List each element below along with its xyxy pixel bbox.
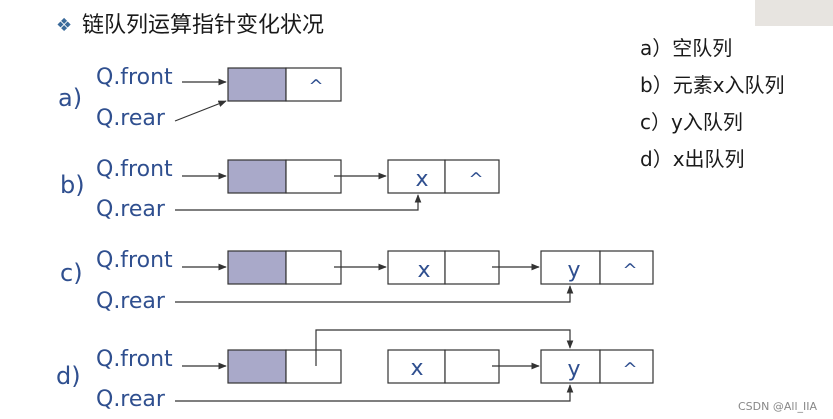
case-c-head-node (227, 250, 287, 285)
case-b-rear-label: Q.rear (96, 197, 166, 222)
case-b-x-value: x (415, 167, 428, 192)
case-b-x-node (387, 159, 446, 194)
case-b-label: b) (60, 171, 85, 199)
case-d-x-node (387, 349, 446, 384)
case-c: c) Q.front Q.rear x y ^ (60, 248, 654, 314)
case-d-rear-arrow (175, 384, 574, 402)
case-b-front-label: Q.front (96, 157, 173, 182)
case-d-head-next-cell (285, 349, 342, 384)
case-d-y-value: y (567, 357, 580, 382)
case-d-x-value: x (410, 356, 423, 381)
case-a-head-node (227, 67, 287, 102)
case-d-front-label: Q.front (96, 347, 173, 372)
case-c-front-label: Q.front (96, 248, 173, 273)
case-d-rear-label: Q.rear (96, 387, 166, 412)
case-b-head-node (227, 159, 287, 194)
legend-item-c: c）y入队列 (640, 110, 743, 134)
case-a: a) Q.front Q.rear ^ (58, 65, 342, 131)
case-d: d) Q.front Q.rear x y ^ (56, 329, 654, 412)
case-b-rear-arrow (175, 194, 422, 211)
case-a-null-pointer: ^ (308, 76, 323, 97)
case-d-label: d) (56, 362, 81, 390)
case-b-x-next-cell (444, 159, 500, 194)
case-c-x-value: x (417, 258, 430, 283)
case-c-rear-label: Q.rear (96, 289, 166, 314)
case-d-head-node (227, 349, 287, 384)
case-d-x-next-cell (444, 349, 500, 384)
case-a-rear-label: Q.rear (96, 106, 166, 131)
case-c-y-next-cell (599, 250, 654, 285)
watermark: CSDN @All_IIA (738, 400, 817, 413)
case-c-y-value: y (567, 258, 580, 283)
case-a-front-label: Q.front (96, 65, 173, 90)
page-title: 链队列运算指针变化状况 (82, 13, 324, 38)
legend-item-a: a）空队列 (640, 36, 732, 60)
case-d-y-next-cell (599, 349, 654, 384)
case-c-label: c) (60, 259, 83, 287)
case-c-rear-arrow (175, 285, 574, 303)
case-d-null-pointer: ^ (622, 359, 637, 380)
case-c-null-pointer: ^ (622, 260, 637, 281)
case-c-head-next-cell (285, 250, 342, 285)
case-b-null-pointer: ^ (468, 169, 483, 190)
case-c-x-next-cell (444, 250, 500, 285)
case-c-y-node (540, 250, 601, 285)
case-b-head-next-cell (285, 159, 342, 194)
case-a-rear-arrow (174, 100, 227, 122)
legend-item-d: d）x出队列 (640, 147, 745, 171)
title-bullet-icon: ❖ (56, 15, 72, 36)
case-d-head-to-y-arrow (315, 329, 574, 366)
case-a-head-next-cell (285, 67, 342, 102)
corner-decoration (755, 0, 833, 26)
case-a-label: a) (58, 84, 82, 112)
legend-item-b: b）元素x入队列 (640, 73, 785, 97)
case-b: b) Q.front Q.rear x ^ (60, 157, 500, 222)
